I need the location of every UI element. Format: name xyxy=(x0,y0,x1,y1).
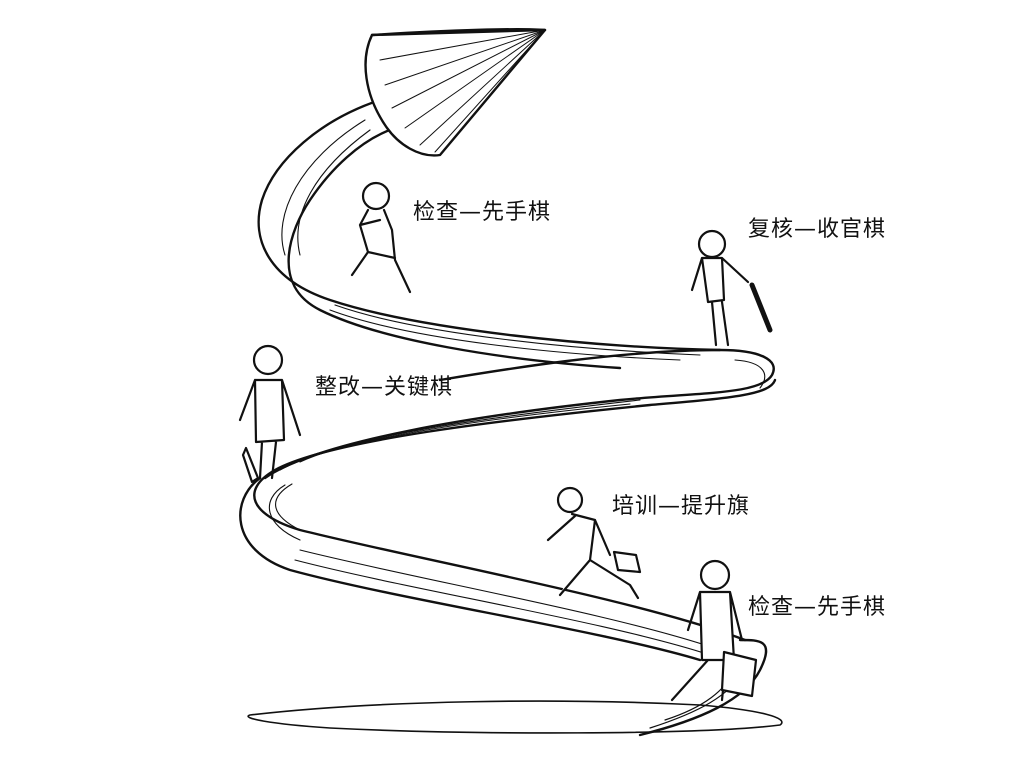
ribbon-middle-top xyxy=(263,348,775,480)
figure-standing-left xyxy=(238,344,302,484)
ribbon-upper-inner xyxy=(287,126,622,370)
figure-walking-top xyxy=(350,181,412,294)
step-label-check-top: 检查—先手棋 xyxy=(413,200,552,225)
ground-shadow xyxy=(247,700,783,734)
step-label-check-bottom: 检查—先手棋 xyxy=(748,595,887,620)
step-label-review: 复核—收官棋 xyxy=(748,217,887,242)
step-label-rectify: 整改—关键棋 xyxy=(315,375,454,400)
ribbon-lower-inner xyxy=(239,476,702,662)
figure-baton-right xyxy=(690,229,773,347)
step-label-training: 培训—提升旗 xyxy=(612,494,751,519)
ribbon-lower-outer xyxy=(253,378,777,642)
spiral-tail xyxy=(638,638,768,737)
ribbon-upper-outer xyxy=(257,98,722,352)
figure-running-middle xyxy=(546,486,642,600)
figure-walking-bottom xyxy=(670,559,758,702)
